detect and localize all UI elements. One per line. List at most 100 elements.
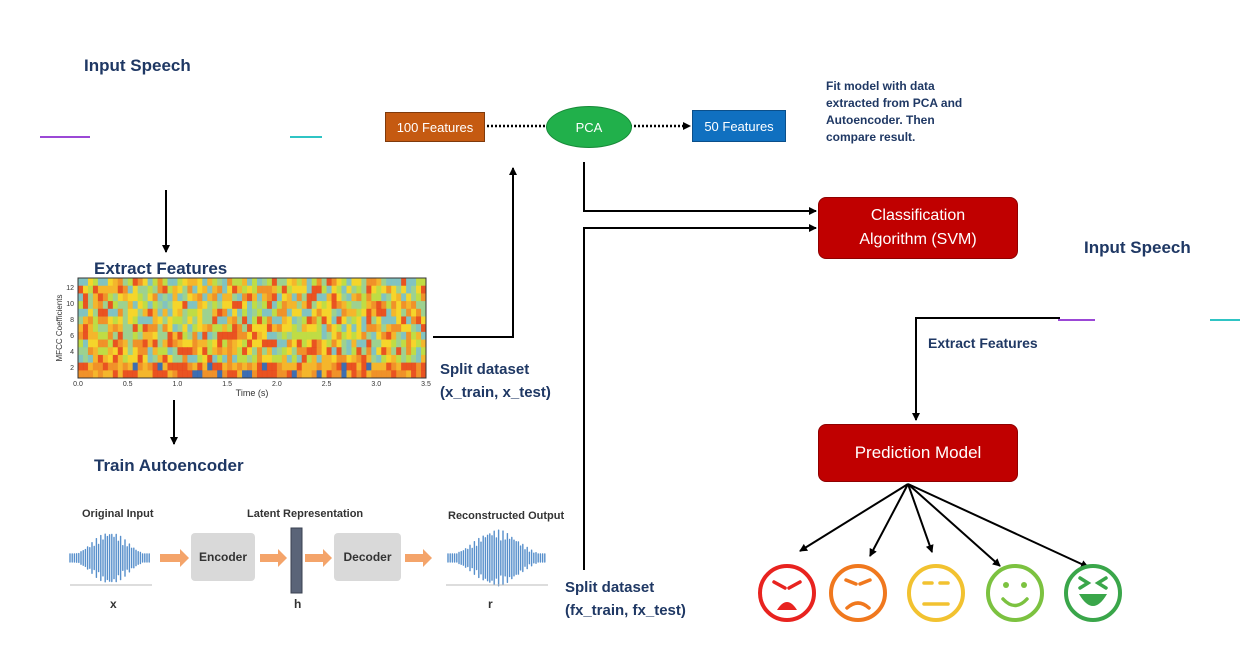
spectrogram-cell: [291, 301, 298, 310]
spectrogram-cell: [421, 324, 427, 333]
spectrogram-cell: [147, 331, 153, 340]
autoencoder-arrows: [160, 549, 432, 567]
spectrogram-cell: [132, 316, 138, 325]
spectrogram-cell: [381, 324, 387, 333]
spectrogram-cell: [401, 331, 407, 340]
spectrogram-cell: [187, 308, 193, 317]
spectrogram-cell: [301, 293, 307, 302]
spectrogram-cell: [202, 285, 208, 294]
spectrogram-cell: [222, 370, 228, 379]
waveform-left: [40, 88, 322, 186]
spectrogram-cell: [386, 347, 392, 356]
spectrogram-cell: [381, 278, 387, 286]
spectrogram-cell: [78, 285, 84, 294]
spectrogram-cell: [296, 285, 303, 294]
spectrogram-cell: [82, 362, 89, 371]
spectrogram-cell: [366, 347, 372, 356]
spectrogram-cell: [261, 278, 268, 286]
spectrogram-cell: [356, 285, 362, 294]
spectrogram-cell: [132, 370, 138, 379]
spectrogram-cell: [182, 316, 188, 325]
spectrogram-cell: [207, 354, 213, 363]
spectrogram-cell: [261, 347, 268, 356]
spectrogram-cell: [341, 339, 347, 348]
spectrogram-cell: [207, 301, 213, 310]
spectrogram-cell: [87, 285, 94, 294]
spectrogram-cell: [227, 370, 233, 379]
spectrogram-cell: [152, 370, 158, 379]
spectrogram-cell: [207, 370, 213, 379]
spectrogram-cell: [316, 316, 322, 325]
spectrogram-cell: [381, 308, 387, 317]
spectrogram-cell: [371, 370, 377, 379]
spectrogram-cell: [112, 347, 119, 356]
spectrogram-cell: [371, 362, 377, 371]
spectrogram-cell: [252, 308, 258, 317]
arrow-autoencoder-to-classifier: [583, 224, 817, 570]
spectrogram-cell: [316, 301, 322, 310]
spectrogram-cell: [401, 285, 407, 294]
spectrogram-cell: [311, 324, 317, 333]
spectrogram-cell: [112, 278, 119, 286]
spectrogram-cell: [78, 293, 84, 302]
spectrogram-cell: [296, 301, 303, 310]
spectrogram-cell: [127, 370, 133, 379]
spectrogram-cell: [177, 362, 183, 371]
spectrogram-cell: [82, 316, 89, 325]
spectrogram-cell: [396, 308, 402, 317]
spectrogram-cell: [242, 370, 248, 379]
spectrogram-cell: [192, 370, 198, 379]
spectrogram-cell: [316, 339, 322, 348]
spectrogram-cell: [132, 293, 138, 302]
spectrogram-cell: [286, 285, 293, 294]
spectrogram-cell: [351, 316, 357, 325]
spectrogram-cell: [336, 354, 342, 363]
spectrogram-cell: [291, 324, 298, 333]
spectrogram-cell: [311, 347, 317, 356]
spectrogram-cell: [306, 362, 312, 371]
spectrogram-cell: [326, 316, 332, 325]
spectrogram-cell: [192, 301, 198, 310]
spectrogram-cell: [291, 293, 298, 302]
spectrogram-cell: [222, 354, 228, 363]
spectrogram-cell: [311, 301, 317, 310]
spectrogram-cell: [256, 362, 263, 371]
spectrogram-cell: [291, 339, 298, 348]
spectrogram-cell: [401, 316, 407, 325]
spectrogram-cell: [296, 370, 303, 379]
spectrogram-cell: [376, 331, 382, 340]
spectrogram-cell: [97, 308, 104, 317]
spectrogram-cell: [346, 278, 352, 286]
spectrogram-cell: [396, 362, 402, 371]
spectrogram-cell: [391, 285, 397, 294]
spectrogram-cell: [252, 293, 258, 302]
spectrogram-cell: [252, 324, 258, 333]
spectrogram-cell: [326, 285, 332, 294]
spectrogram-cell: [371, 316, 377, 325]
spectrogram-cell: [247, 331, 253, 340]
spectrogram-cell: [411, 285, 417, 294]
spectrogram-cell: [296, 293, 303, 302]
spectrogram-cell: [361, 285, 367, 294]
spectrogram-cell: [371, 339, 377, 348]
spectrogram-cell: [112, 285, 119, 294]
spectrogram-cell: [281, 278, 288, 286]
spectrogram-cell: [187, 370, 193, 379]
spectrogram-cell: [247, 285, 253, 294]
smiling-face-icon: [986, 564, 1044, 622]
spectrogram-cell: [152, 331, 158, 340]
spectrogram-cell: [182, 331, 188, 340]
spectrogram-cell: [406, 339, 412, 348]
spectrogram-cell: [137, 278, 143, 286]
spectrogram-cell: [227, 354, 233, 363]
spectrogram-cell: [102, 370, 109, 379]
spectrogram-cell: [331, 347, 337, 356]
spectrogram-cell: [117, 308, 124, 317]
spectrogram-cell: [276, 285, 283, 294]
neutral-face-icon: [907, 564, 965, 622]
spectrogram-cell: [177, 324, 183, 333]
spectrogram-cell: [256, 354, 263, 363]
spectrogram-cell: [381, 354, 387, 363]
spectrogram-cell: [222, 308, 228, 317]
spectrogram-cell: [247, 362, 253, 371]
